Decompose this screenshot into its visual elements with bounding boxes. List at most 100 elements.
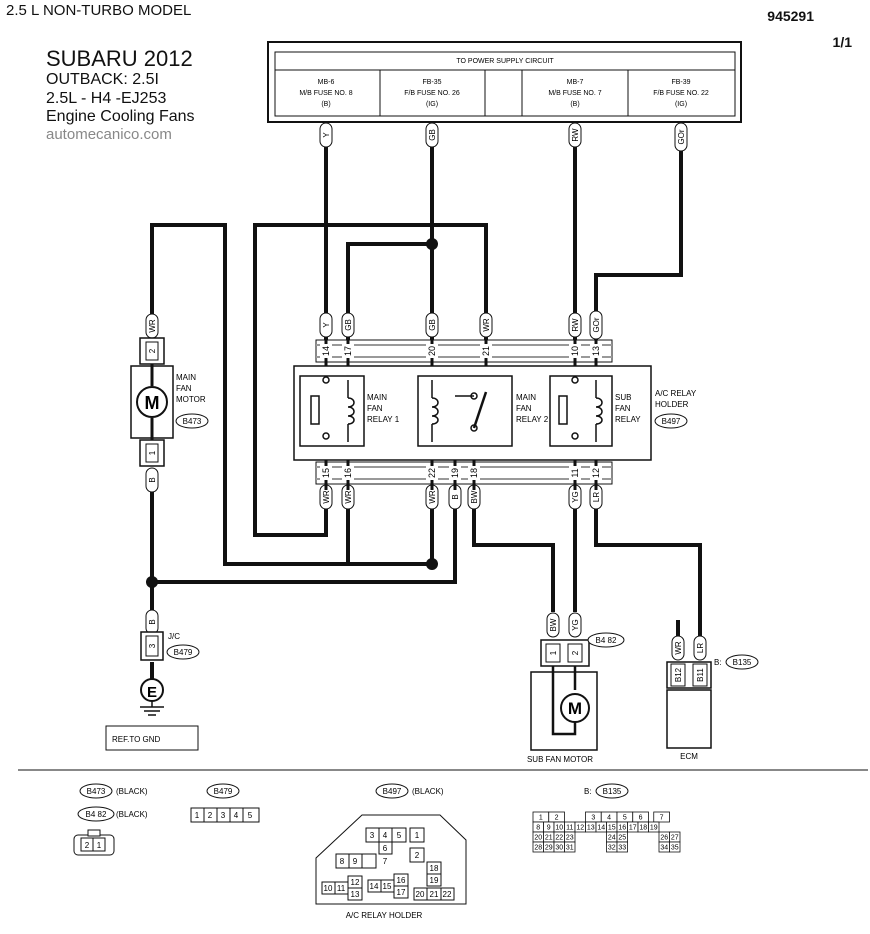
wire-tag-lr: LR xyxy=(696,643,705,653)
pin-14: 14 xyxy=(321,346,331,356)
site-watermark: automecanico.com xyxy=(46,126,172,144)
view-b473-id: B473 xyxy=(87,787,106,796)
b135-pin: 33 xyxy=(618,845,626,852)
fuse-mb7-name: MB-7 xyxy=(567,79,584,86)
power-supply-box: TO POWER SUPPLY CIRCUIT MB-6 M/B FUSE NO… xyxy=(267,41,742,123)
b497-pin: 14 xyxy=(370,882,379,891)
pin-22: 22 xyxy=(427,468,437,478)
b497-pin: 5 xyxy=(397,831,402,840)
b135-pin: 27 xyxy=(671,835,679,842)
b135-pin: 2 xyxy=(555,815,559,822)
wire-gb-17 xyxy=(346,242,432,340)
vehicle-info: SUBARU 2012 OUTBACK: 2.5I 2.5L - H4 -EJ2… xyxy=(46,46,195,144)
b135-pin-cell xyxy=(616,841,628,853)
b497-pin: 18 xyxy=(430,864,439,873)
sub-relay-label-line2: FAN xyxy=(615,404,631,413)
wire-tag-yg: YG xyxy=(571,619,580,631)
b135-pin: 32 xyxy=(608,845,616,852)
wire-tag-b: B xyxy=(148,619,157,624)
main-fan-relay-2 xyxy=(417,375,513,447)
sub-motor-pin-2: 2 xyxy=(571,650,580,655)
b135-pin: 35 xyxy=(671,845,679,852)
view-b482-id: B4 82 xyxy=(86,810,107,819)
b135-pin: 3 xyxy=(591,815,595,822)
b497-pin: 1 xyxy=(415,831,420,840)
wire-tags: Y GB RW GOr Y GB GB WR xyxy=(145,122,707,661)
ecm-connector: B135 xyxy=(733,658,752,667)
wires xyxy=(150,122,702,680)
sub-fan-motor-connector: B4 82 xyxy=(596,636,617,645)
b497-caption: A/C RELAY HOLDER xyxy=(346,911,423,920)
view-b479-id: B479 xyxy=(214,787,233,796)
b135-pin: 6 xyxy=(639,815,643,822)
jc-label: J/C xyxy=(168,632,180,641)
b497-pin: 8 xyxy=(340,857,345,866)
sub-relay-label-line3: RELAY xyxy=(615,415,641,424)
wire-tag-rw-top: RW xyxy=(571,128,580,142)
wire-wr-21 xyxy=(253,223,488,537)
b497-pin: 16 xyxy=(397,876,406,885)
b497-pin: 3 xyxy=(370,831,375,840)
b497-pin: 21 xyxy=(430,890,439,899)
pin-19: 19 xyxy=(450,468,460,478)
b497-pin: 2 xyxy=(415,851,420,860)
relay-holder: 14 17 20 21 10 13 15 16 22 19 18 11 12 M… xyxy=(293,339,697,490)
b135-pin-cell xyxy=(653,811,670,823)
wire-tag-rw: RW xyxy=(571,318,580,332)
junction-dot xyxy=(426,238,438,250)
wire-tag-b: B xyxy=(148,477,157,482)
ecm: B12 B11 ECM B: B135 xyxy=(666,654,759,761)
wire-bw xyxy=(472,505,555,612)
main-fan-motor-connector: B473 xyxy=(183,417,202,426)
b135-pin: 9 xyxy=(547,825,551,832)
motor-pin-2: 2 xyxy=(148,348,157,353)
pin-20: 20 xyxy=(427,346,437,356)
pin-18: 18 xyxy=(469,468,479,478)
b497-pin: 4 xyxy=(383,831,388,840)
b135-pin: 14 xyxy=(597,825,605,832)
ecm-pin-b11: B11 xyxy=(696,668,705,682)
b497-connector-face: 3 4 5 1 6 2 8 9 7 12 18 10 11 13 xyxy=(315,814,467,905)
sub-fan-motor-label: SUB FAN MOTOR xyxy=(527,755,593,764)
wire-tag-bw: BW xyxy=(549,618,558,631)
wire-tag-wr: WR xyxy=(428,490,437,504)
wire-tag-b: B xyxy=(451,494,460,499)
b497-pin: 9 xyxy=(353,857,358,866)
view-b482-color: (BLACK) xyxy=(116,810,148,819)
sub-motor-symbol: M xyxy=(568,699,582,718)
wire-gor xyxy=(594,122,683,340)
relay-holder-label-line2: HOLDER xyxy=(655,400,689,409)
relay2-label-line1: MAIN xyxy=(516,393,536,402)
b135-pin: 23 xyxy=(566,835,574,842)
pin-12: 12 xyxy=(591,468,601,478)
main-fan-motor: 2 M 1 MAIN FAN MOTOR B473 xyxy=(130,337,209,467)
sub-motor-pin-1: 1 xyxy=(549,650,558,655)
view-b135-id: B135 xyxy=(603,787,622,796)
fuse-fb39-type: (IG) xyxy=(675,101,687,108)
pin-16: 16 xyxy=(343,468,353,478)
pin-10: 10 xyxy=(570,346,580,356)
b497-pin: 10 xyxy=(324,884,333,893)
b135-pin: 25 xyxy=(618,835,626,842)
sub-relay-label-line1: SUB xyxy=(615,393,631,402)
wire-tag-gor-top: GOr xyxy=(677,129,686,144)
b479-pin: 2 xyxy=(208,811,213,820)
main-fan-motor-label-line1: MAIN xyxy=(176,373,196,382)
b135-pin: 10 xyxy=(555,825,563,832)
main-fan-relay-1 xyxy=(299,375,365,447)
main-fan-motor-label-line2: FAN xyxy=(176,384,192,393)
view-b135-prefix: B: xyxy=(584,787,592,796)
b135-pin: 12 xyxy=(576,825,584,832)
junction-dots xyxy=(146,238,438,588)
wire-tag-wr: WR xyxy=(148,319,157,333)
wire-tag-y-top: Y xyxy=(322,132,331,138)
view-b473-color: (BLACK) xyxy=(116,787,148,796)
jc-connector: B479 xyxy=(174,648,193,657)
relay-holder-connector: B497 xyxy=(662,417,681,426)
b135-pin: 30 xyxy=(555,845,563,852)
fuse-fb35-type: (IG) xyxy=(426,101,438,108)
b135-pin: 20 xyxy=(534,835,542,842)
b135-pin: 16 xyxy=(618,825,626,832)
pin-21: 21 xyxy=(481,346,491,356)
relay2-label-line2: FAN xyxy=(516,404,532,413)
